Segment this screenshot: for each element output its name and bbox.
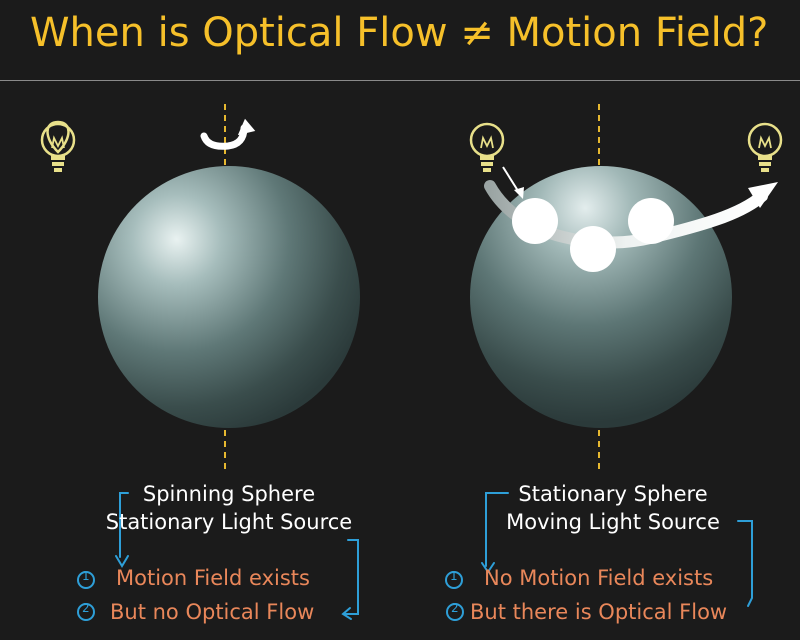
left-note-1: Motion Field exists	[116, 566, 310, 590]
left-caption-line1: Spinning Sphere	[142, 482, 316, 506]
highlight-spot	[628, 198, 674, 244]
slide-title: When is Optical Flow ≠ Motion Field?	[30, 10, 769, 56]
light-bulb-icon	[469, 122, 505, 172]
highlight-spot	[512, 198, 558, 244]
light-bulb-icon	[40, 120, 76, 172]
bullet-number: 2	[451, 601, 459, 615]
hand-annotation	[445, 492, 753, 621]
spinning-sphere	[98, 166, 360, 428]
right-caption-line1: Stationary Sphere	[518, 482, 708, 506]
right-panel	[445, 104, 783, 621]
pointer-arrowhead	[514, 187, 524, 199]
bullet-number: 1	[450, 569, 458, 583]
right-caption-line2: Moving Light Source	[506, 510, 720, 534]
left-panel	[40, 104, 360, 621]
highlight-spot	[570, 226, 616, 272]
bullet-number: 1	[82, 569, 90, 583]
title-divider	[0, 80, 800, 81]
right-caption: Stationary Sphere Moving Light Source	[448, 480, 778, 536]
right-note-2: But there is Optical Flow	[470, 600, 728, 624]
rotation-arrow-icon	[200, 118, 256, 150]
right-note-1: No Motion Field exists	[484, 566, 714, 590]
left-caption-line2: Stationary Light Source	[105, 510, 353, 534]
bullet-number: 2	[82, 601, 90, 615]
left-caption: Spinning Sphere Stationary Light Source	[64, 480, 394, 536]
hand-annotation	[77, 492, 359, 621]
light-bulb-icon	[747, 122, 783, 172]
left-note-2: But no Optical Flow	[110, 600, 315, 624]
